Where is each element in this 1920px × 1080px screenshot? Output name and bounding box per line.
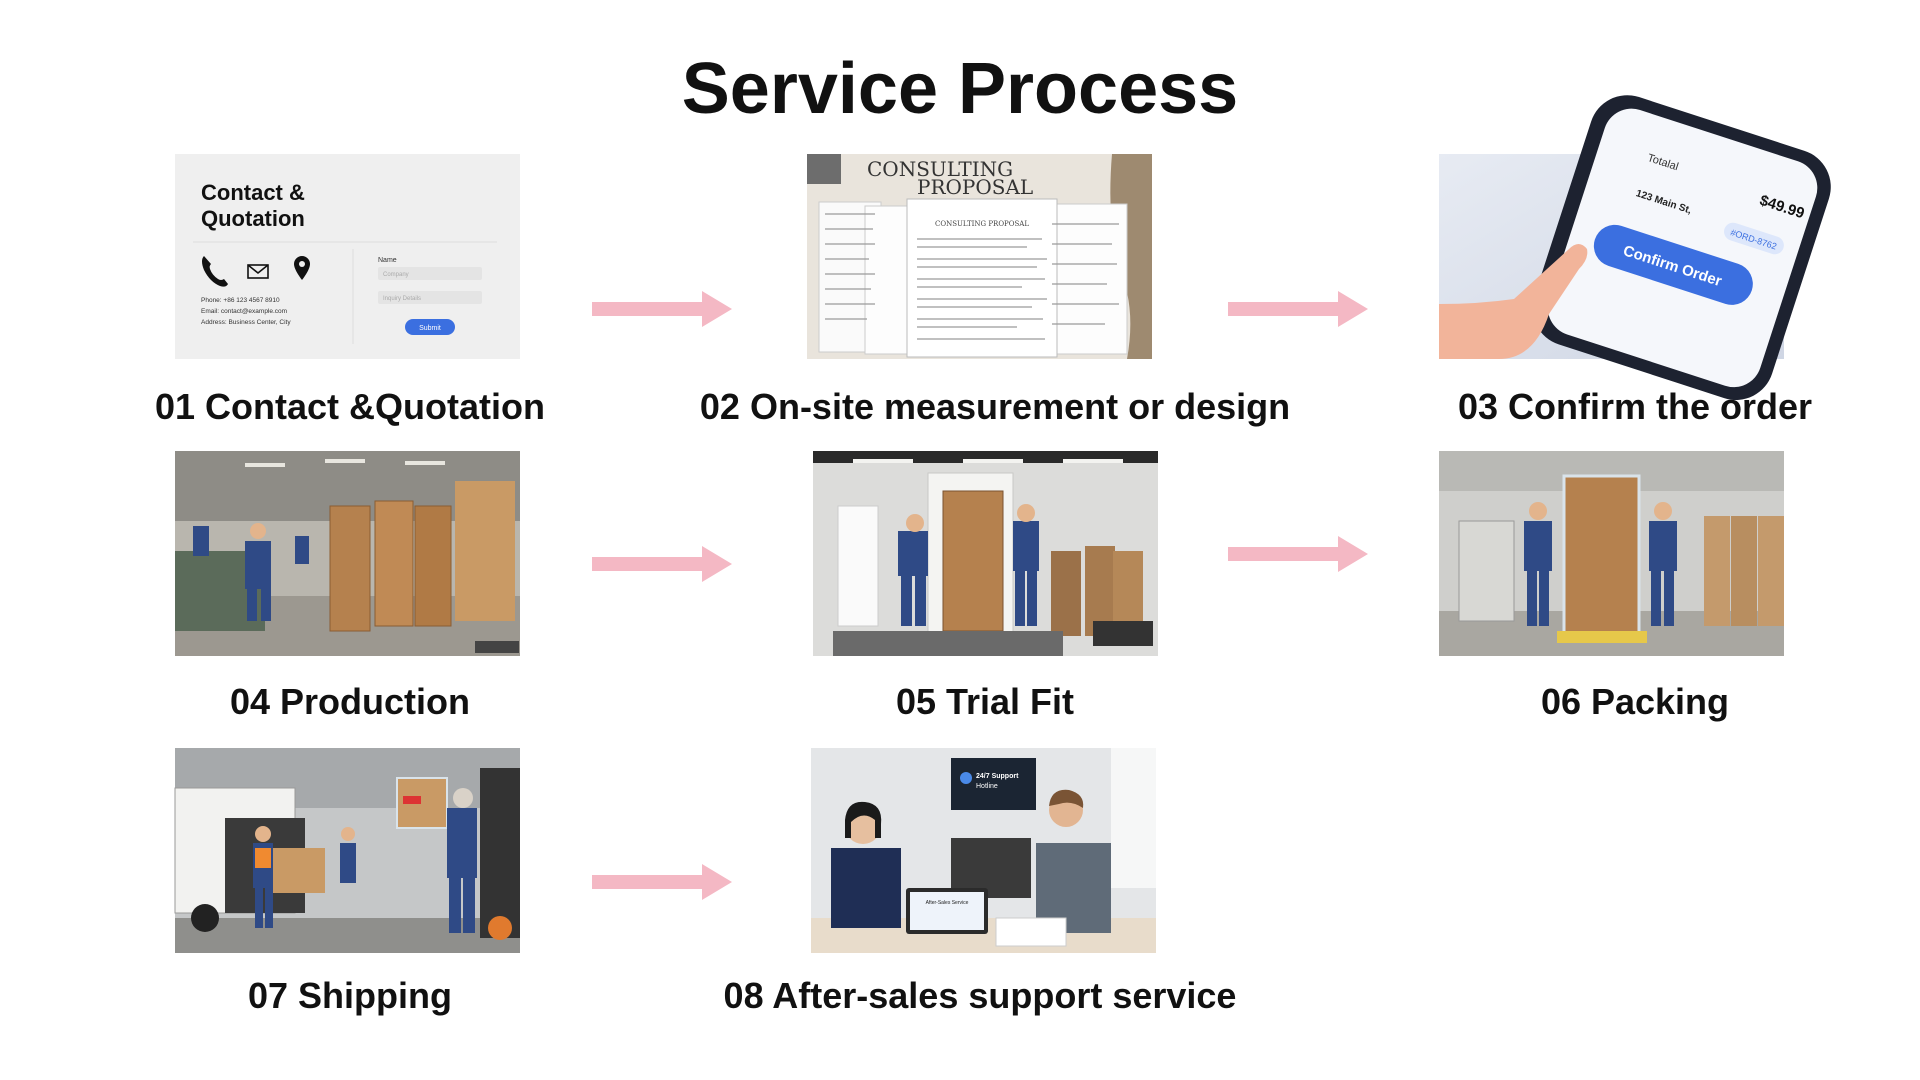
contact-card-heading-1: Contact & [201,180,305,205]
contact-card-heading-2: Quotation [201,206,305,231]
step-07-label: 07 Shipping [247,975,452,1016]
contact-card: Contact & Quotation Phone: +86 123 4567 … [175,154,520,359]
page-title: Service Process [681,49,1239,129]
support-tv-screen [951,758,1036,810]
step-05-label: 05 Trial Fit [895,681,1075,722]
confirm-order-button[interactable] [1588,219,1758,310]
step-02-label: 02 On-site measurement or design [699,386,1291,427]
step-08-label: 08 After-sales support service [723,975,1237,1016]
tablet-text: After-Sales Service [926,900,969,906]
phone-icon [202,256,228,287]
submit-button[interactable] [405,319,455,335]
right-arrow-icon [592,862,732,902]
proposal-title-1: CONSULTING [867,157,1013,181]
inquiry-field[interactable] [378,291,482,304]
step-05-image [813,451,1158,656]
step-08-image: 24/7 Support Hotline After-Sales Service [811,748,1156,953]
name-label: Name [378,257,397,264]
contact-address: Address: Business Center, City [201,319,291,326]
right-arrow-icon [592,289,732,329]
right-arrow-icon [592,544,732,584]
step-02-image: CONSULTING PROPOSAL CONSULTING PROPOSAL [807,154,1152,359]
contact-phone: Phone: +86 123 4567 8910 [201,297,280,304]
step-01-image: Contact & Quotation Phone: +86 123 4567 … [175,154,520,359]
step-01-label: 01 Contact &Quotation [154,386,545,427]
mail-icon [247,264,269,279]
company-field[interactable] [378,267,482,280]
proposal-small-title: CONSULTING PROPOSAL [935,220,1029,228]
right-arrow-icon [1228,289,1368,329]
support-screen-line2: Hotline [976,783,998,790]
location-pin-icon [294,256,310,280]
step-04-label: 04 Production [229,681,471,722]
step-03-image: Totalal $49.99 123 Main St, #ORD-8762 Co… [1439,95,1831,400]
contact-email: Email: contact@example.com [201,308,287,315]
right-arrow-icon [1228,534,1368,574]
packing [1439,451,1784,656]
trial-fit [813,451,1158,656]
after-sales-support: 24/7 Support Hotline After-Sales Service [811,748,1156,953]
phone-confirm-order: Totalal $49.99 123 Main St, #ORD-8762 Co… [1439,95,1831,400]
company-placeholder: Company [383,272,409,278]
hand-finger [1439,244,1588,359]
step-06-label: 06 Packing [1540,681,1730,722]
proposal-title-2: PROPOSAL [917,175,1033,199]
production-workshop [175,451,520,656]
support-screen-line1: 24/7 Support [976,773,1019,780]
step-07-image [174,748,520,953]
submit-label: Submit [419,325,441,332]
consulting-proposal-docs: CONSULTING PROPOSAL CONSULTING PROPOSAL [807,154,1152,359]
step-06-image [1439,451,1784,656]
shipping [174,748,520,953]
inquiry-placeholder: Inquiry Details [383,296,421,302]
step-03-label: 03 Confirm the order [1457,386,1813,427]
step-04-image [175,451,520,656]
canva-badge [807,154,841,184]
